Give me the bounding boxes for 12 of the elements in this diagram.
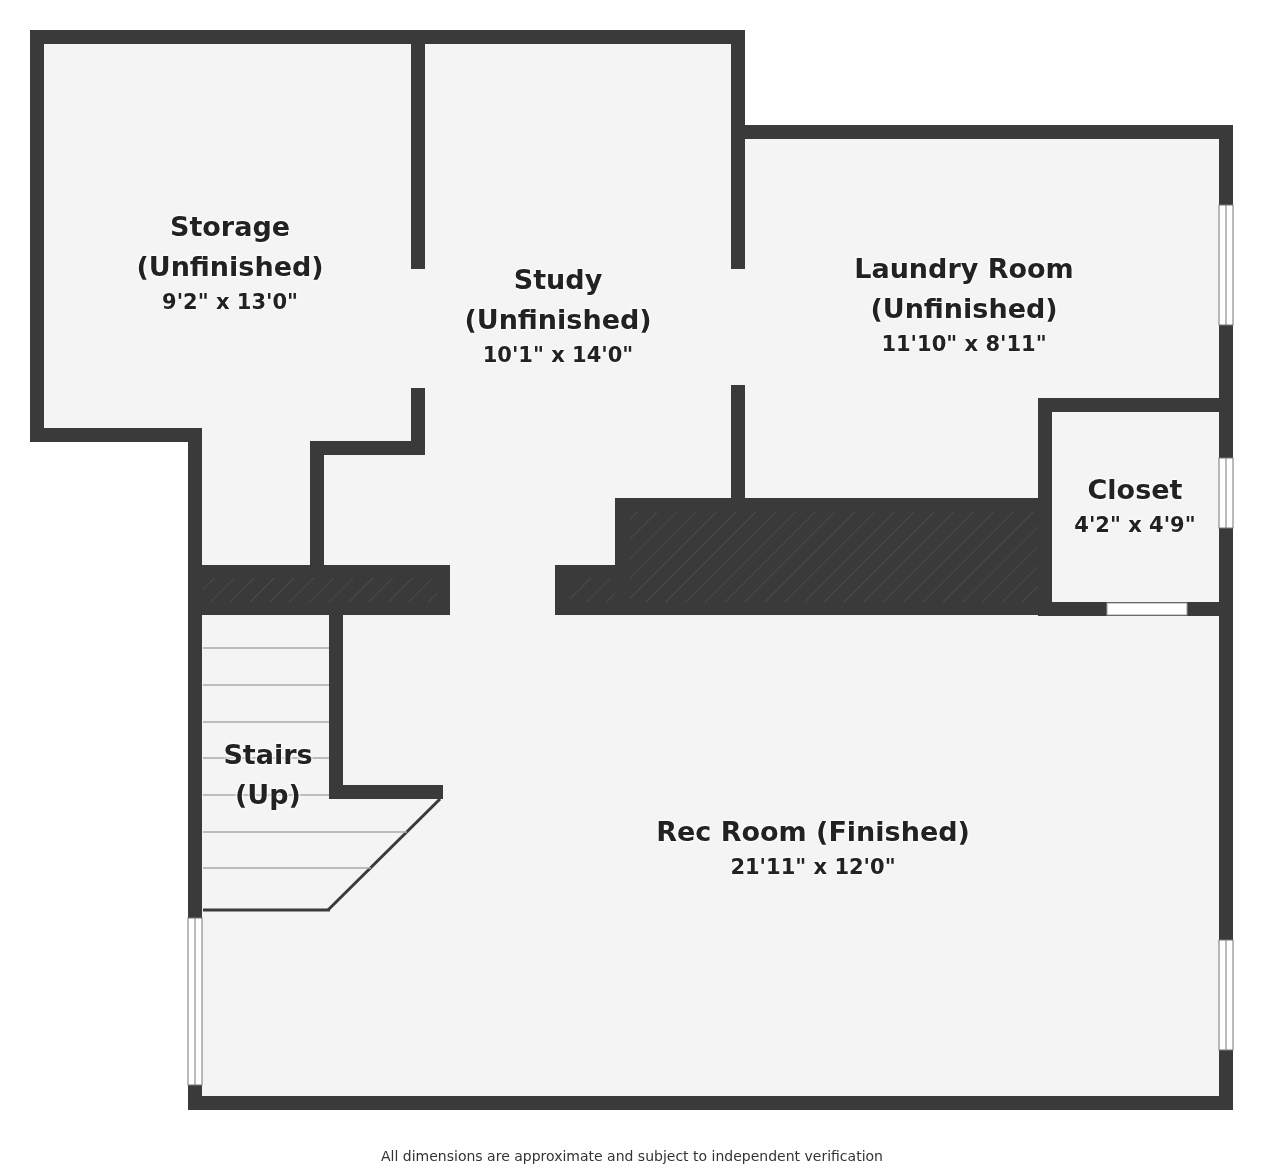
room-dimensions: 11'10" x 8'11": [880, 331, 1048, 358]
room-dimensions: 4'2" x 4'9": [1073, 512, 1197, 539]
room-name: Stairs (Up): [222, 738, 314, 812]
room-name: Storage (Unfinished): [135, 210, 325, 284]
room-name: Rec Room (Finished): [655, 815, 971, 849]
disclaimer-note: All dimensions are approximate and subject to independent verification: [380, 1148, 884, 1164]
room-name: Closet: [1086, 473, 1184, 507]
room-dimensions: 21'11" x 12'0": [729, 854, 897, 881]
room-dimensions: 9'2" x 13'0": [161, 289, 299, 316]
room-name: Study (Unfinished): [463, 263, 653, 337]
room-dimensions: 10'1" x 14'0": [481, 342, 635, 369]
room-name: Laundry Room (Unfinished): [853, 252, 1075, 326]
